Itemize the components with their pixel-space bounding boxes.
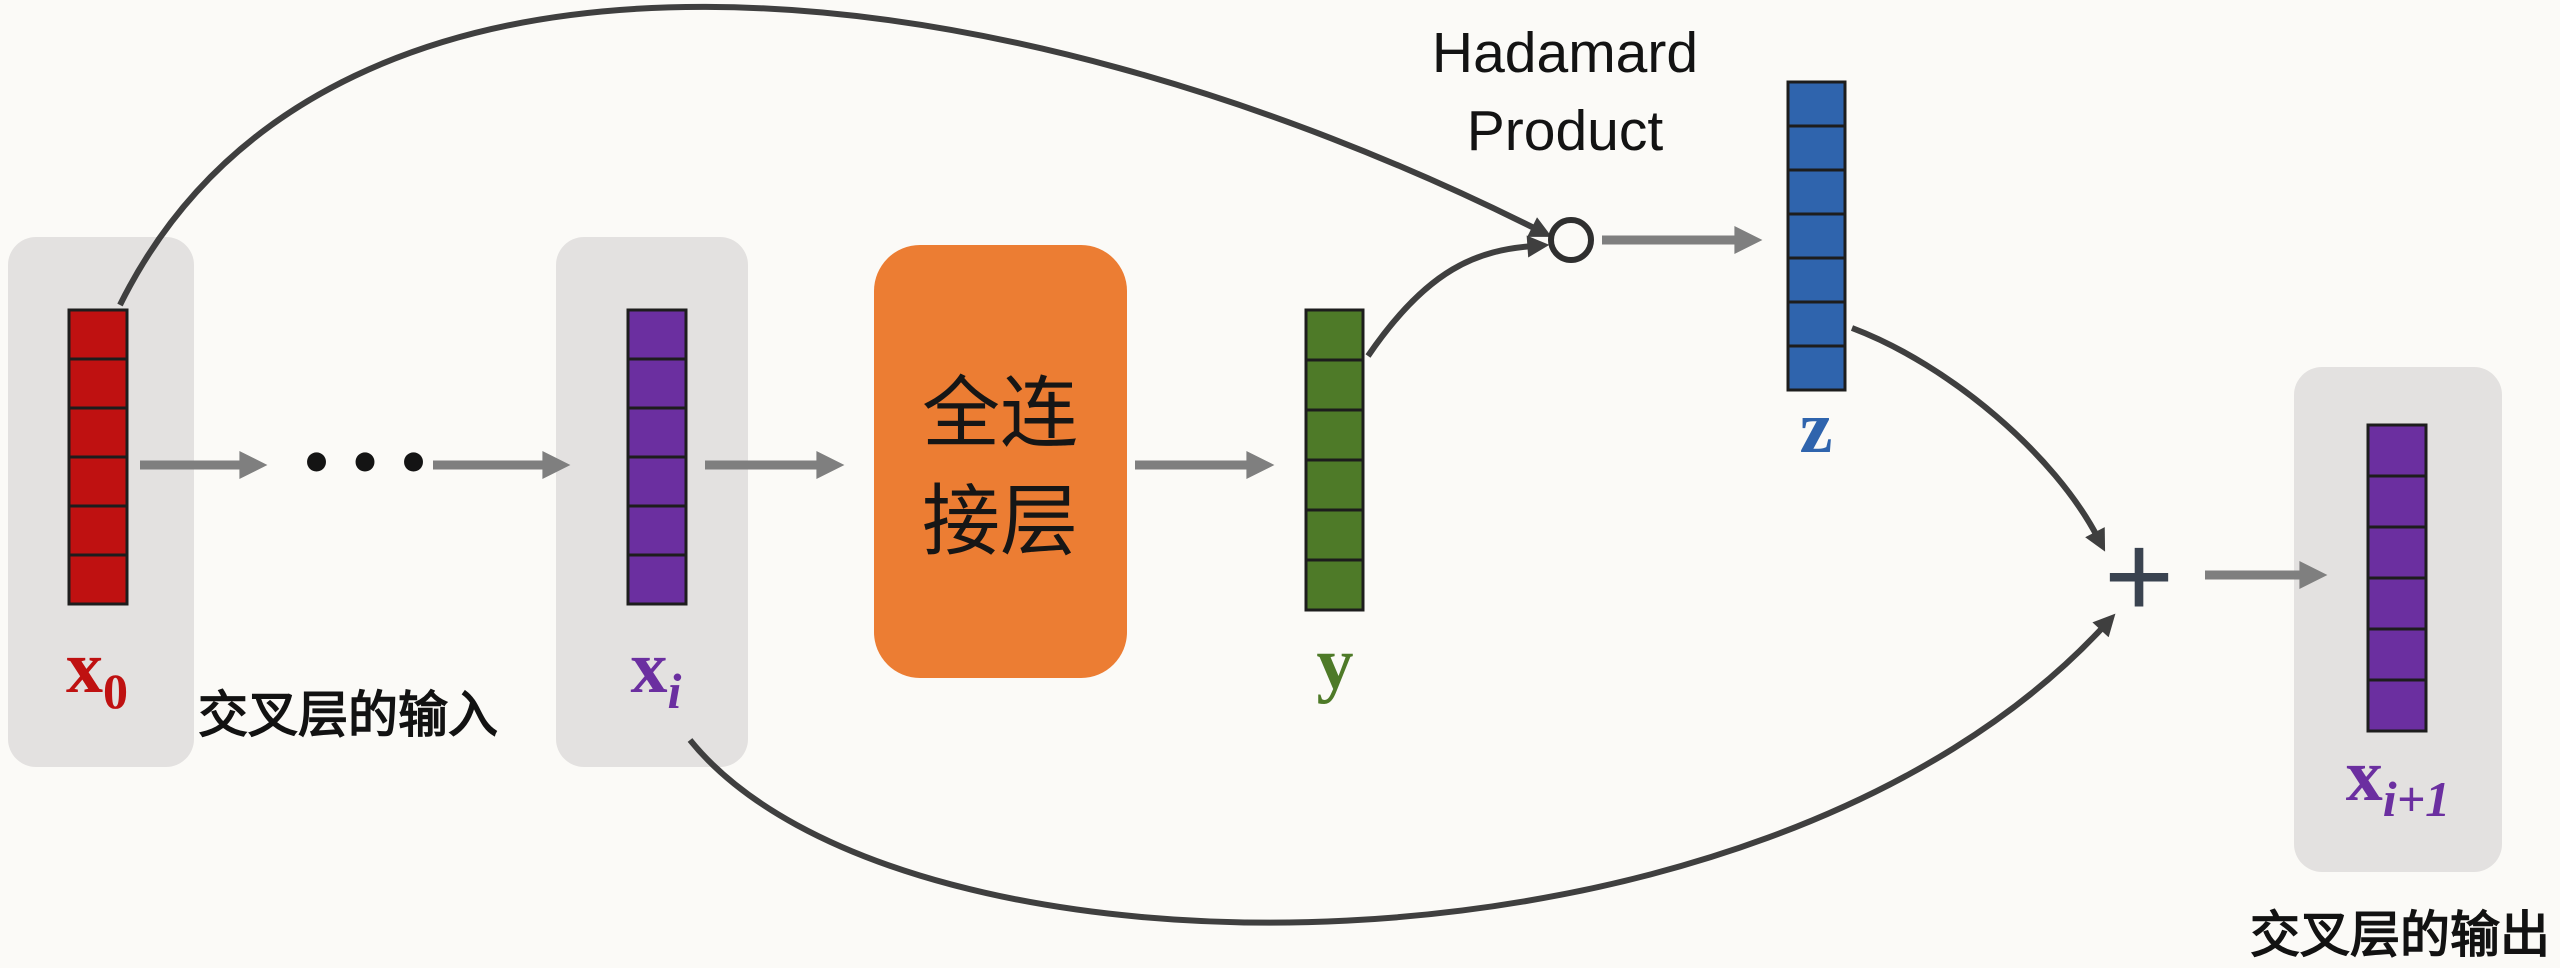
vector-cell: [1304, 308, 1365, 362]
vector-cell: [626, 357, 688, 410]
vector-cell: [67, 406, 129, 459]
output-vector: [2366, 423, 2428, 733]
input-caption: 交叉层的输入: [198, 687, 498, 743]
plus-operator: +: [2104, 509, 2174, 643]
vector-cell: [626, 308, 688, 361]
vector-cell: [1304, 558, 1365, 612]
vector-cell: [67, 308, 129, 361]
vector-cell: [67, 455, 129, 508]
vector-cell: [1304, 458, 1365, 512]
vector-cell: [626, 406, 688, 459]
vector-cell: [626, 455, 688, 508]
x0-vector: [67, 308, 129, 606]
vector-cell: [67, 553, 129, 606]
vector-cell: [1786, 344, 1847, 392]
fc-layer-label-line1: 全连: [922, 370, 1078, 457]
xi-vector: [626, 308, 688, 606]
vector-cell: [1786, 168, 1847, 216]
fc-layer-label-line2: 接层: [922, 478, 1078, 565]
vector-cell: [67, 357, 129, 410]
vector-cell: [1304, 508, 1365, 562]
x0-label: x0: [66, 627, 128, 719]
vector-cell: [2366, 576, 2428, 631]
vector-cell: [1304, 358, 1365, 412]
y-label: y: [1317, 623, 1354, 705]
vector-cell: [2366, 627, 2428, 682]
z-label: z: [1800, 387, 1833, 469]
vector-cell: [626, 553, 688, 606]
curve-z-to-plus: [1850, 325, 2106, 552]
vector-cell: [67, 504, 129, 557]
vector-cell: [1786, 300, 1847, 348]
vector-cell: [2366, 525, 2428, 580]
y-vector: [1304, 308, 1365, 612]
xnext-label: xi+1: [2346, 735, 2450, 827]
xi-label: xi: [631, 627, 682, 719]
curve-y-to-hadamard: [1365, 235, 1550, 358]
vector-cell: [1304, 408, 1365, 462]
vector-cell: [626, 504, 688, 557]
fc-layer-box: [874, 245, 1127, 678]
vector-cell: [1786, 212, 1847, 260]
hadamard-label-line2: Product: [1467, 99, 1664, 163]
vector-cell: [1786, 124, 1847, 172]
hadamard-label-line1: Hadamard: [1432, 21, 1698, 85]
vector-cell: [1786, 80, 1847, 128]
vector-cell: [1786, 256, 1847, 304]
vector-cell: [2366, 678, 2428, 733]
curve-xi-to-plus: [687, 613, 2116, 926]
ellipsis-dots-icon: •••: [299, 432, 445, 495]
output-caption: 交叉层的输出: [2250, 907, 2550, 963]
vector-cell: [2366, 474, 2428, 529]
vector-cell: [2366, 423, 2428, 478]
z-vector: [1786, 80, 1847, 392]
curve-x0-to-hadamard: [117, 3, 1552, 307]
hadamard-product-icon: [1548, 217, 1594, 263]
